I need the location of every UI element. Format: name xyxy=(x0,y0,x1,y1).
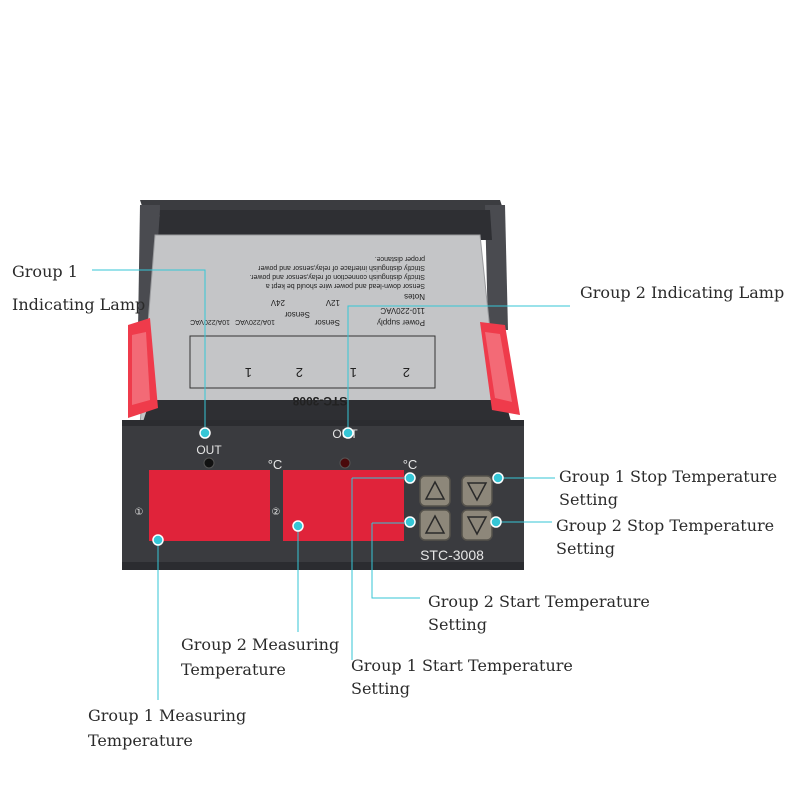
callout-group1-start: Group 1 Start Temperature Setting xyxy=(351,654,573,700)
group-number-1: 2 xyxy=(403,365,410,380)
button-group1-start[interactable] xyxy=(419,475,451,507)
leader-group2-lamp xyxy=(347,305,570,433)
dot-group2-start xyxy=(404,516,416,528)
callout-group2-lamp-line1: Group 2 Indicating Lamp xyxy=(580,283,785,302)
note-3: Strictly distinguish interface of relay,… xyxy=(258,264,425,271)
dot-group1-start xyxy=(404,472,416,484)
out-label-1: OUT xyxy=(196,443,222,457)
sensor-label-1: Sensor xyxy=(314,318,340,327)
leader-dots xyxy=(152,427,504,546)
leader-group2-start xyxy=(371,523,420,599)
display-marker-2: ② xyxy=(272,507,281,518)
callout-group2-measuring: Group 2 Measuring Temperature xyxy=(181,633,339,681)
top-sticker xyxy=(139,234,512,426)
note-1: Sensor down-lead and power wire should b… xyxy=(266,282,425,289)
group-number-3: 2 xyxy=(296,365,303,380)
button-group2-start[interactable] xyxy=(419,509,451,541)
callout-group2-start-line2: Setting xyxy=(428,615,487,634)
voltage-option-3: 24V xyxy=(270,298,285,307)
group1-display xyxy=(149,470,270,541)
dot-group1-stop xyxy=(492,472,504,484)
dot-group2-stop xyxy=(490,516,502,528)
callout-group1-lamp-line1: Group 1 xyxy=(12,262,78,281)
callout-group2-stop: Group 2 Stop Temperature Setting xyxy=(556,514,774,560)
callout-group2-lamp: Group 2 Indicating Lamp xyxy=(580,281,784,304)
rear-housing xyxy=(138,200,508,330)
callout-group1-start-line2: Setting xyxy=(351,679,410,698)
group-number-4: 1 xyxy=(245,365,252,380)
note-2: Strictly distinguish connection of relay… xyxy=(250,273,425,280)
relay-rating-1: 10A/220VAC xyxy=(235,318,275,325)
callout-group1-measuring-line2: Temperature xyxy=(88,731,193,750)
unit-label-2: °C xyxy=(403,457,418,472)
voltage-option-2: 12V xyxy=(325,298,340,307)
notes-title: Notes xyxy=(404,292,425,301)
callout-group1-lamp: Group 1 Indicating Lamp xyxy=(12,260,145,316)
note-4: proper distance. xyxy=(375,255,425,262)
mounting-clips xyxy=(128,318,520,418)
callout-group1-start-line1: Group 1 Start Temperature xyxy=(351,656,573,675)
model-label-front: STC-3008 xyxy=(420,547,484,563)
relay-rating-2: 10A/220VAC xyxy=(190,318,230,325)
sticker-text: STC-3008 2 1 2 1 Power supply Sensor Sen… xyxy=(189,255,436,408)
callout-group1-measuring: Group 1 Measuring Temperature xyxy=(88,704,246,752)
dot-group1-lamp xyxy=(199,427,211,439)
callout-group1-stop-line2: Setting xyxy=(559,490,618,509)
dot-group2-measuring xyxy=(292,520,304,532)
sensor-label-2: Sensor xyxy=(284,310,310,319)
callout-group1-stop: Group 1 Stop Temperature Setting xyxy=(559,465,777,511)
callout-group2-stop-line2: Setting xyxy=(556,539,615,558)
callout-group1-stop-line1: Group 1 Stop Temperature xyxy=(559,467,778,486)
dot-group1-measuring xyxy=(152,534,164,546)
leader-lines xyxy=(92,269,570,700)
callout-group2-measuring-line2: Temperature xyxy=(181,660,286,679)
button-group1-stop[interactable] xyxy=(461,475,493,507)
voltage-option-1: 110-220VAC xyxy=(380,306,425,315)
unit-label-1: °C xyxy=(268,457,283,472)
leader-group1-lamp xyxy=(92,269,206,433)
terminal-block: 2 1 2 1 xyxy=(189,335,436,389)
button-group2-stop[interactable] xyxy=(461,509,493,541)
callout-group2-measuring-line1: Group 2 Measuring xyxy=(181,635,340,654)
dot-group2-lamp xyxy=(342,427,354,439)
callout-group2-start-line1: Group 2 Start Temperature xyxy=(428,592,650,611)
group-number-2: 1 xyxy=(350,365,357,380)
callout-group2-start: Group 2 Start Temperature Setting xyxy=(428,590,650,636)
group2-indicating-lamp xyxy=(339,457,351,469)
callout-group2-stop-line1: Group 2 Stop Temperature xyxy=(556,516,775,535)
callout-group1-lamp-line2: Indicating Lamp xyxy=(12,295,146,314)
display-marker-1: ① xyxy=(135,507,144,518)
group1-indicating-lamp xyxy=(203,457,215,469)
power-supply-label: Power supply xyxy=(377,318,425,327)
model-label-top: STC-3008 xyxy=(292,394,347,408)
callout-group1-measuring-line1: Group 1 Measuring xyxy=(88,706,247,725)
group2-display xyxy=(283,470,404,541)
